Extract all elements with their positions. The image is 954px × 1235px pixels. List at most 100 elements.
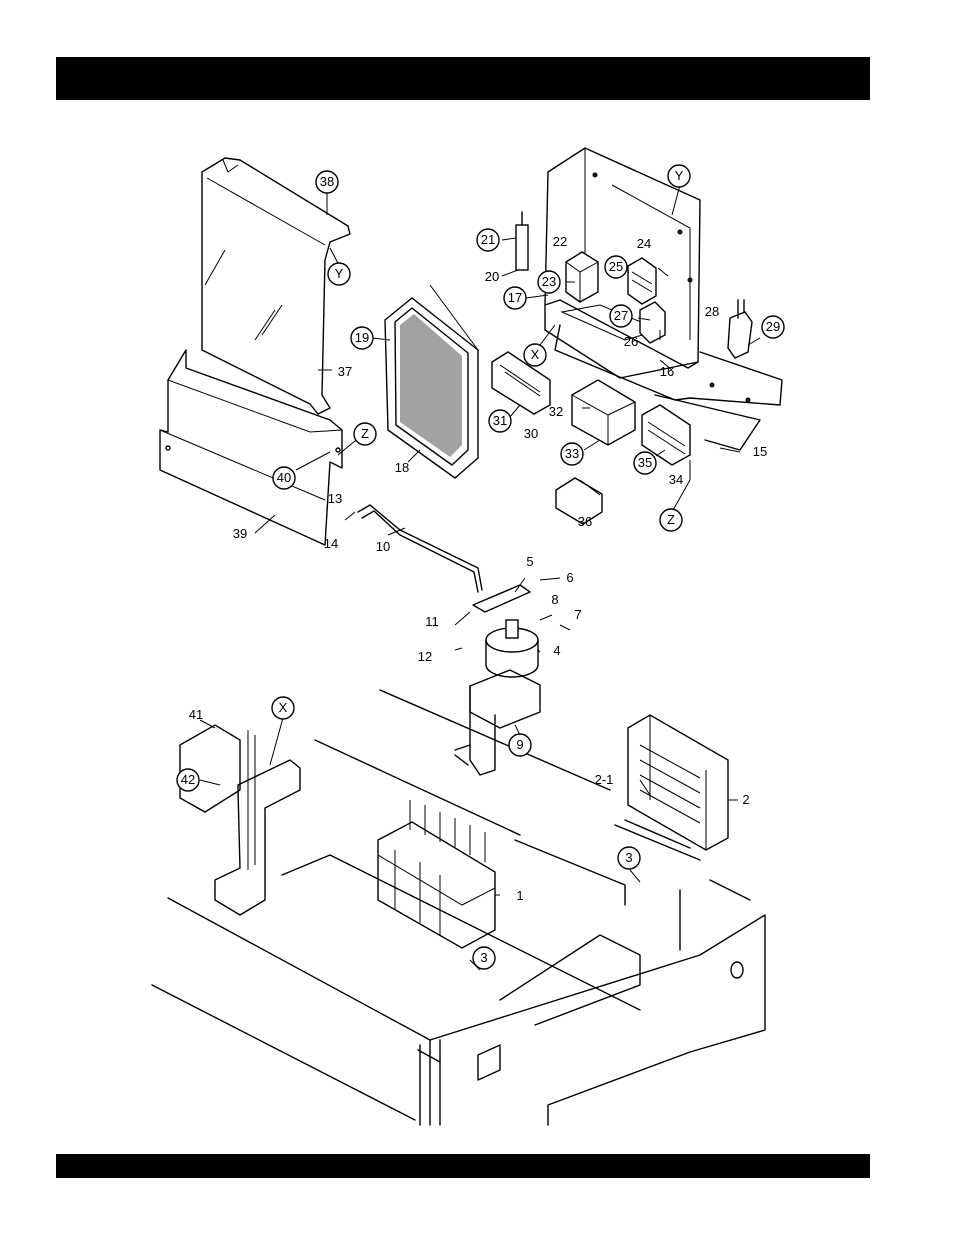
- callout-40: 40: [273, 467, 295, 489]
- callout-7: 7: [574, 607, 581, 622]
- callout-labels: 38 Y 37 Z 40 39 13 14 10 19 18 21 20 22 …: [177, 165, 784, 969]
- front-panel: [160, 350, 342, 545]
- callout-2: 2: [742, 792, 749, 807]
- capacitor-component: [516, 212, 528, 270]
- svg-text:10: 10: [376, 539, 390, 554]
- callout-21: 21: [477, 229, 499, 251]
- callout-41: 41: [189, 707, 203, 722]
- svg-text:15: 15: [753, 444, 767, 459]
- callout-6: 6: [566, 570, 573, 585]
- callout-30: 30: [524, 426, 538, 441]
- callout-10: 10: [376, 539, 390, 554]
- svg-text:26: 26: [624, 334, 638, 349]
- svg-text:31: 31: [493, 413, 507, 428]
- svg-text:39: 39: [233, 526, 247, 541]
- svg-text:12: 12: [418, 649, 432, 664]
- svg-text:18: 18: [395, 460, 409, 475]
- callout-32: 32: [549, 404, 563, 419]
- svg-text:33: 33: [565, 446, 579, 461]
- svg-text:25: 25: [609, 259, 623, 274]
- cover-panel: [202, 158, 350, 414]
- svg-text:27: 27: [614, 308, 628, 323]
- svg-text:Y: Y: [675, 168, 684, 183]
- small-transformer-component: [572, 380, 635, 445]
- svg-text:36: 36: [578, 514, 592, 529]
- callout-24: 24: [637, 236, 651, 251]
- callout-12: 12: [418, 649, 432, 664]
- callout-x-lower: X: [272, 697, 294, 719]
- callout-42: 42: [177, 769, 199, 791]
- svg-text:X: X: [531, 347, 540, 362]
- callout-22: 22: [553, 234, 567, 249]
- callout-29: 29: [762, 316, 784, 338]
- callout-34: 34: [669, 472, 683, 487]
- svg-text:24: 24: [637, 236, 651, 251]
- svg-text:6: 6: [566, 570, 573, 585]
- svg-text:Z: Z: [361, 426, 369, 441]
- svg-text:21: 21: [481, 232, 495, 247]
- svg-text:7: 7: [574, 607, 581, 622]
- connector-component: [728, 300, 752, 358]
- filter-frame: [385, 285, 478, 478]
- svg-text:32: 32: [549, 404, 563, 419]
- callout-1: 1: [516, 888, 523, 903]
- svg-text:4: 4: [553, 643, 560, 658]
- svg-text:13: 13: [328, 491, 342, 506]
- svg-text:20: 20: [485, 269, 499, 284]
- callout-23: 23: [538, 271, 560, 293]
- svg-text:35: 35: [638, 455, 652, 470]
- callout-9: 9: [509, 734, 531, 756]
- callout-y-right: Y: [668, 165, 690, 187]
- callout-39: 39: [233, 526, 247, 541]
- svg-text:40: 40: [277, 470, 291, 485]
- callout-16: 16: [660, 364, 674, 379]
- callout-y-left: Y: [328, 263, 350, 285]
- callout-14: 14: [324, 536, 338, 551]
- callout-37: 37: [338, 364, 352, 379]
- svg-text:1: 1: [516, 888, 523, 903]
- svg-text:3: 3: [625, 850, 632, 865]
- callout-27: 27: [610, 305, 632, 327]
- callout-5: 5: [526, 554, 533, 569]
- callout-36: 36: [578, 514, 592, 529]
- terminal-block-component: [628, 258, 656, 304]
- svg-text:14: 14: [324, 536, 338, 551]
- svg-text:16: 16: [660, 364, 674, 379]
- callout-4: 4: [553, 643, 560, 658]
- callout-25: 25: [605, 256, 627, 278]
- callout-3-left: 3: [473, 947, 495, 969]
- svg-text:29: 29: [766, 319, 780, 334]
- callout-8: 8: [551, 592, 558, 607]
- svg-text:11: 11: [425, 614, 439, 629]
- callout-28: 28: [705, 304, 719, 319]
- callout-33: 33: [561, 443, 583, 465]
- svg-text:Y: Y: [335, 266, 344, 281]
- svg-text:23: 23: [542, 274, 556, 289]
- callout-19: 19: [351, 327, 373, 349]
- callout-z-left: Z: [354, 423, 376, 445]
- svg-text:5: 5: [526, 554, 533, 569]
- callout-3-right: 3: [618, 847, 640, 869]
- callout-20: 20: [485, 269, 499, 284]
- svg-text:8: 8: [551, 592, 558, 607]
- svg-text:34: 34: [669, 472, 683, 487]
- svg-text:Z: Z: [667, 512, 675, 527]
- svg-text:2-1: 2-1: [595, 772, 614, 787]
- callout-2-1: 2-1: [595, 772, 614, 787]
- svg-text:38: 38: [320, 174, 334, 189]
- callout-x-upper: X: [524, 344, 546, 366]
- left-bracket: [180, 725, 300, 915]
- svg-text:30: 30: [524, 426, 538, 441]
- relay-component: [566, 252, 598, 302]
- svg-text:42: 42: [181, 772, 195, 787]
- callout-17: 17: [504, 287, 526, 309]
- svg-text:22: 22: [553, 234, 567, 249]
- svg-text:28: 28: [705, 304, 719, 319]
- callout-26: 26: [624, 334, 638, 349]
- callout-11: 11: [425, 614, 439, 629]
- svg-text:X: X: [279, 700, 288, 715]
- svg-text:17: 17: [508, 290, 522, 305]
- callout-31: 31: [489, 410, 511, 432]
- callout-15: 15: [753, 444, 767, 459]
